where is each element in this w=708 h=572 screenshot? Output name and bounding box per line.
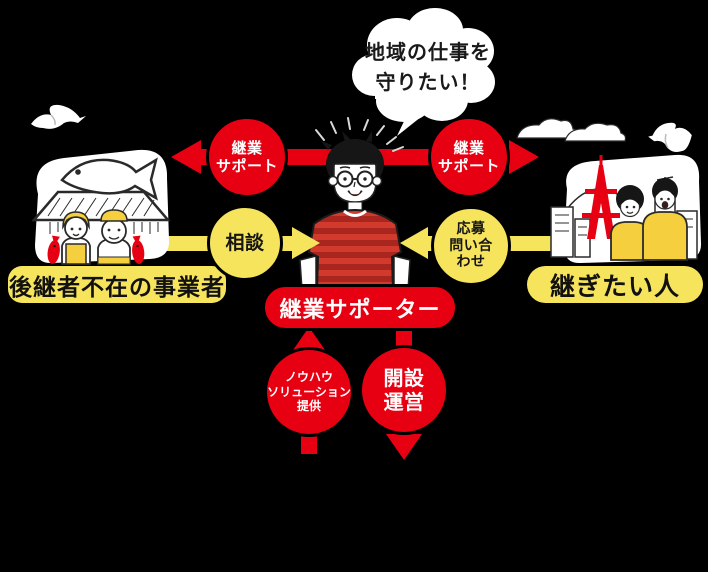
speech-bubble-text: 地域の仕事を 守りたい！	[356, 37, 500, 97]
tokyo-tower	[582, 155, 620, 239]
fish-sign	[60, 157, 159, 201]
operate-label-line: 開設	[383, 366, 425, 390]
elderly-man	[97, 209, 145, 265]
consult-arrowhead	[292, 227, 320, 259]
young-woman	[610, 185, 650, 261]
right-actor-label-text: 継ぎたい人	[549, 271, 680, 301]
city-couple-illustration	[550, 154, 702, 264]
bangs	[334, 148, 376, 168]
speech-bubble-line: 地域の仕事を	[365, 40, 491, 64]
support-left-arrowhead	[171, 140, 201, 174]
center-person-illustration	[299, 117, 411, 291]
young-man	[642, 178, 688, 261]
apply-label-line: わせ	[456, 254, 486, 271]
red-fish-right	[132, 235, 145, 264]
knowhow-label-line: 提供	[296, 399, 321, 414]
right-actor-label: 継ぎたい人	[527, 266, 703, 303]
collar	[343, 209, 367, 217]
supporter-label: 継業サポーター	[279, 297, 441, 323]
consult-label-line: 相談	[225, 231, 265, 254]
support-right-label-line: 継業	[453, 139, 485, 157]
support-right-label-line: サポート	[437, 157, 500, 175]
speech-bubble-line: 守りたい！	[375, 70, 481, 94]
support-right-arrowhead	[509, 140, 539, 174]
dove-icon	[31, 104, 86, 129]
support-left-circle: 継業 サポート	[206, 116, 288, 198]
apply-label-line: 問い合	[449, 237, 493, 254]
operate-label-line: 運営	[383, 390, 425, 414]
elderly-woman	[47, 211, 91, 265]
support-left-label-line: 継業	[231, 139, 263, 157]
apply-label-line: 応募	[456, 220, 486, 237]
glasses-icon	[336, 170, 374, 188]
right-ear	[371, 175, 383, 187]
left-actor-label: 後継者不在の事業者	[8, 266, 226, 303]
excitement-marks-icon	[315, 117, 404, 152]
left-actor-label-text: 後継者不在の事業者	[9, 274, 225, 301]
knowhow-label-line: ノウハウ	[284, 370, 333, 385]
consult-circle: 相談	[207, 205, 283, 281]
support-right-circle: 継業 サポート	[428, 116, 510, 198]
operate-circle: 開設 運営	[359, 345, 449, 435]
operate-arrowhead-down	[386, 434, 422, 460]
apply-circle: 応募 問い合 わせ	[431, 206, 511, 286]
apply-arrowhead	[400, 227, 428, 259]
supporter-pill: 継業サポーター	[262, 284, 458, 331]
red-fish-left	[47, 235, 60, 264]
knowhow-circle: ノウハウ ソリューション 提供	[264, 347, 354, 437]
knowhow-label-line: ソリューション	[267, 384, 351, 399]
support-left-label-line: サポート	[215, 157, 278, 175]
fish-shop-illustration	[31, 149, 171, 265]
dove-icon	[648, 122, 692, 152]
clouds-icon	[516, 118, 627, 142]
left-ear	[327, 175, 339, 187]
speech-bubble-cloud	[352, 8, 495, 136]
